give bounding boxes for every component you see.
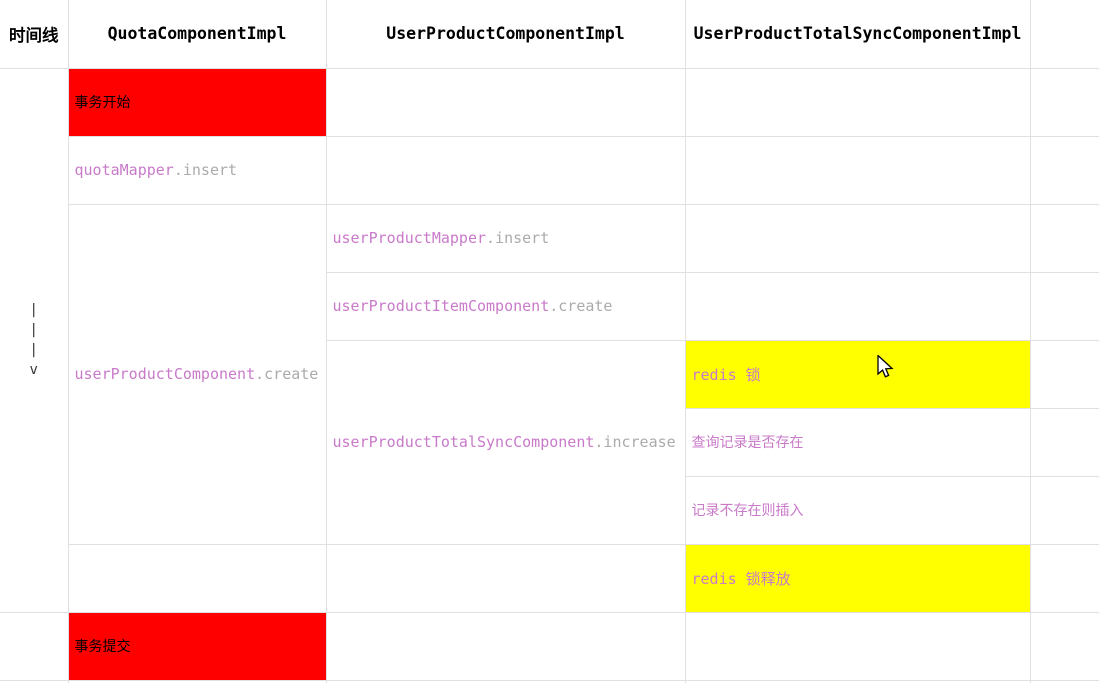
method-text: .create xyxy=(255,365,319,383)
cell-user-product-component-create: userProductComponent.create xyxy=(67,203,327,545)
cell-transaction-begin: 事务开始 xyxy=(67,67,327,137)
row-user-product-mapper-insert: userProductComponent.create userProductM… xyxy=(0,203,1099,545)
method-text: .create xyxy=(549,297,613,315)
cell-quota-mapper-insert: quotaMapper.insert xyxy=(67,135,327,205)
row-check-record: 查询记录是否存在 xyxy=(0,407,1099,477)
empty-cell xyxy=(325,67,686,137)
row-quota-insert: quotaMapper.insert xyxy=(0,135,1099,205)
cell-transaction-commit: 事务提交 xyxy=(67,611,327,681)
header-timeline: 时间线 xyxy=(0,0,69,69)
empty-cell xyxy=(1029,135,1099,205)
timeline-arrow: | | | v xyxy=(0,67,69,613)
empty-cell xyxy=(1029,611,1099,681)
empty-cell xyxy=(325,611,686,681)
cell-user-product-mapper-insert: userProductMapper.insert xyxy=(325,203,686,273)
timeline-bar: | xyxy=(29,342,38,358)
empty-cell xyxy=(325,543,686,613)
row-redis-lock: userProductTotalSyncComponent.increase r… xyxy=(0,339,1099,545)
cell-user-product-item-component-create: userProductItemComponent.create xyxy=(325,271,686,341)
cell-redis-unlock: redis 锁释放 xyxy=(684,543,1031,613)
timeline-arrow-head: v xyxy=(29,362,38,378)
empty-cell xyxy=(684,67,1031,137)
empty-cell xyxy=(684,135,1031,205)
empty-cell xyxy=(684,611,1031,681)
empty-cell xyxy=(1029,271,1099,341)
empty-cell xyxy=(684,271,1031,341)
row-partial xyxy=(0,679,1099,683)
empty-cell xyxy=(325,135,686,205)
empty-cell xyxy=(67,543,327,613)
empty-cell xyxy=(1029,679,1099,683)
empty-cell xyxy=(1029,407,1099,477)
empty-cell xyxy=(684,203,1031,273)
method-text: .insert xyxy=(486,229,550,247)
identifier-text: quotaMapper xyxy=(74,161,174,179)
identifier-text: userProductComponent xyxy=(74,365,256,383)
timeline-bar: | xyxy=(29,302,38,318)
method-text: .insert xyxy=(173,161,238,179)
empty-cell xyxy=(1029,67,1099,137)
identifier-text: userProductTotalSyncComponent xyxy=(332,433,595,451)
method-text: .increase xyxy=(594,433,676,451)
empty-cell xyxy=(0,611,69,681)
cell-check-record-exists: 查询记录是否存在 xyxy=(684,407,1031,477)
identifier-text: userProductItemComponent xyxy=(332,297,550,315)
header-quota-component: QuotaComponentImpl xyxy=(67,0,327,69)
header-extra-column xyxy=(1029,0,1099,69)
empty-cell xyxy=(1029,203,1099,273)
empty-cell xyxy=(1029,339,1099,409)
cell-insert-if-absent: 记录不存在则插入 xyxy=(684,475,1031,545)
header-user-product-total-sync-component: UserProductTotalSyncComponentImpl xyxy=(684,0,1031,69)
timeline-bar: | xyxy=(29,322,38,338)
row-redis-unlock: redis 锁释放 xyxy=(0,543,1099,613)
cell-user-product-total-sync-increase: userProductTotalSyncComponent.increase xyxy=(325,339,686,545)
cell-redis-lock: redis 锁 xyxy=(684,339,1031,409)
row-tx-begin: | | | v 事务开始 xyxy=(0,67,1099,613)
empty-cell xyxy=(1029,543,1099,613)
header-row: 时间线 QuotaComponentImpl UserProductCompon… xyxy=(0,0,1099,69)
row-tx-commit: 事务提交 xyxy=(0,611,1099,681)
identifier-text: userProductMapper xyxy=(332,229,487,247)
header-user-product-component: UserProductComponentImpl xyxy=(325,0,686,69)
empty-cell xyxy=(1029,475,1099,545)
